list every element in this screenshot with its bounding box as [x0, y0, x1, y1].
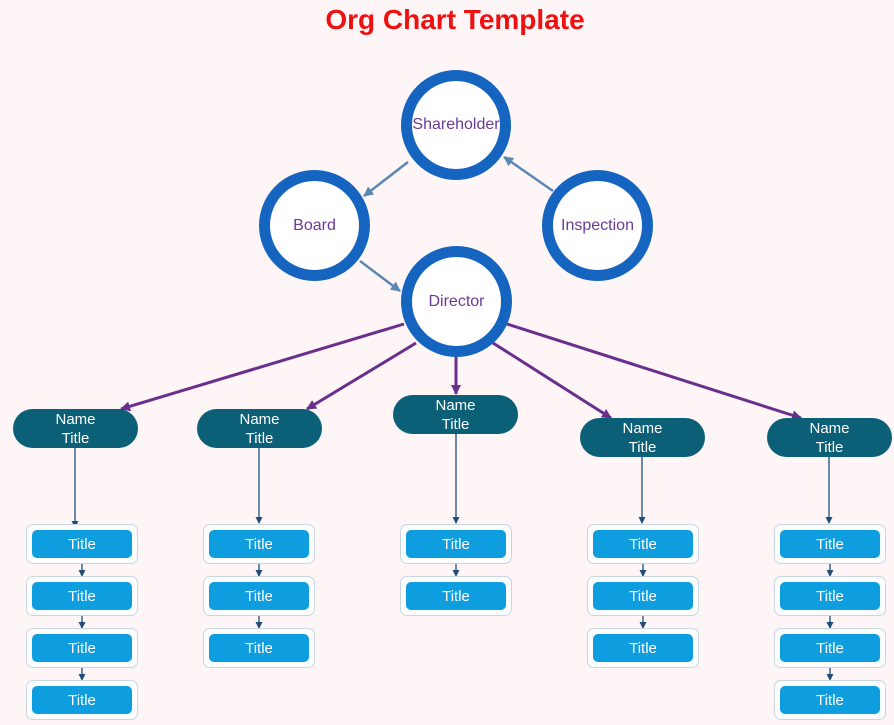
name-label: Name [239, 410, 280, 428]
title-cell: Title [587, 628, 699, 668]
title-label: Title [593, 634, 693, 662]
title-cell: Title [26, 680, 138, 720]
role-label: Title [61, 429, 90, 447]
title-cell: Title [774, 628, 886, 668]
title-cell: Title [26, 628, 138, 668]
arrow-shareholder-to-board [363, 161, 409, 197]
title-label: Title [780, 634, 880, 662]
title-cell: Title [26, 524, 138, 564]
role-label: Title [815, 438, 844, 456]
name-box-3: Name Title [393, 395, 518, 434]
title-label: Title [593, 582, 693, 610]
title-cell: Title [774, 680, 886, 720]
title-cell: Title [774, 524, 886, 564]
shareholder-node: Shareholder [401, 70, 511, 180]
inspection-label: Inspection [561, 216, 634, 234]
name-label: Name [435, 396, 476, 414]
name-box-1: Name Title [13, 409, 138, 448]
name-box-2: Name Title [197, 409, 322, 448]
name-box-5: Name Title [767, 418, 892, 457]
title-label: Title [209, 634, 309, 662]
title-label: Title [406, 582, 506, 610]
arrow-director-to-column-2 [306, 341, 417, 411]
title-cell: Title [400, 576, 512, 616]
title-cell: Title [587, 524, 699, 564]
title-cell: Title [203, 524, 315, 564]
title-label: Title [780, 686, 880, 714]
title-label: Title [32, 634, 132, 662]
name-box-4: Name Title [580, 418, 705, 457]
role-label: Title [441, 415, 470, 433]
director-node: Director [401, 246, 512, 357]
arrow-board-to-director [359, 260, 401, 292]
title-label: Title [32, 686, 132, 714]
title-label: Title [209, 582, 309, 610]
title-label: Title [32, 582, 132, 610]
chart-title: Org Chart Template [325, 4, 585, 35]
role-label: Title [245, 429, 274, 447]
arrow-inspection-to-shareholder [503, 155, 554, 193]
arrow-director-to-column-4 [492, 341, 612, 420]
title-cell: Title [26, 576, 138, 616]
title-label: Title [593, 530, 693, 558]
inspection-node: Inspection [542, 170, 653, 281]
title-cell: Title [400, 524, 512, 564]
title-cell: Title [203, 576, 315, 616]
arrow-director-to-column-5 [506, 322, 802, 421]
name-label: Name [622, 419, 663, 437]
role-label: Title [628, 438, 657, 456]
title-label: Title [780, 530, 880, 558]
shareholder-label: Shareholder [412, 116, 500, 133]
arrow-director-to-column-1 [120, 322, 405, 412]
title-cell: Title [203, 628, 315, 668]
board-label: Board [293, 216, 336, 234]
title-cell: Title [587, 576, 699, 616]
board-node: Board [259, 170, 370, 281]
title-label: Title [780, 582, 880, 610]
name-label: Name [55, 410, 96, 428]
title-label: Title [406, 530, 506, 558]
title-label: Title [32, 530, 132, 558]
name-label: Name [809, 419, 850, 437]
director-label: Director [428, 292, 485, 310]
title-label: Title [209, 530, 309, 558]
title-cell: Title [774, 576, 886, 616]
